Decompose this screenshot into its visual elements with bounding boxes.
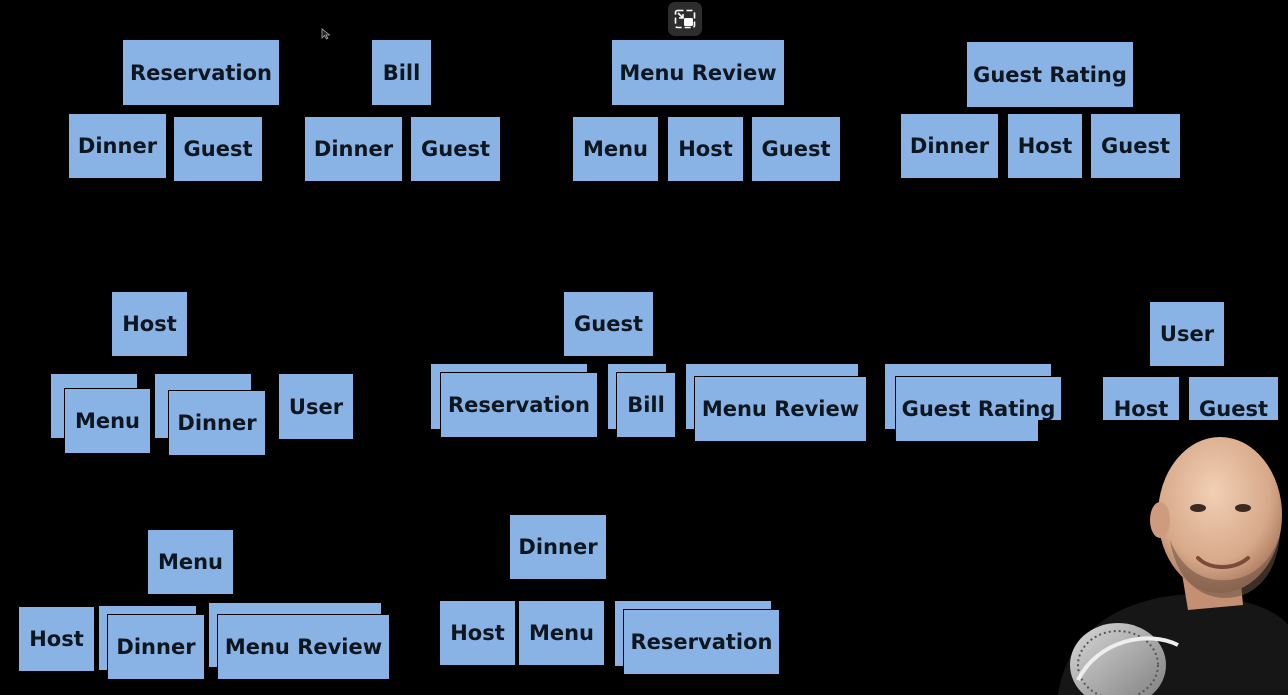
- host-child-user: User: [279, 374, 353, 439]
- menu-review-card: Menu Review: [612, 40, 784, 105]
- bill-card: Bill: [372, 40, 431, 105]
- reservation-child-guest: Guest: [174, 117, 262, 181]
- menu-review-child-host: Host: [668, 117, 743, 181]
- user-card: User: [1150, 302, 1224, 366]
- guest-child-reservation: Reservation: [440, 372, 597, 437]
- dinner-child-reservation: Reservation: [623, 609, 779, 674]
- guest-child-bill: Bill: [616, 372, 675, 437]
- menu-card: Menu: [148, 530, 233, 594]
- reservation-card: Reservation: [123, 40, 279, 105]
- pip-toggle-button[interactable]: [668, 2, 702, 36]
- menu-child-menu-review: Menu Review: [217, 614, 389, 679]
- guest-rating-card: Guest Rating: [967, 42, 1133, 107]
- host-child-menu: Menu: [64, 388, 150, 453]
- host-child-dinner: Dinner: [168, 390, 265, 455]
- dinner-child-menu: Menu: [519, 601, 604, 665]
- dinner-card: Dinner: [510, 515, 606, 579]
- guest-rating-child-host: Host: [1008, 114, 1082, 178]
- guest-rating-child-guest: Guest: [1091, 114, 1180, 178]
- guest-child-menu-review: Menu Review: [694, 376, 866, 441]
- guest-card: Guest: [564, 292, 653, 356]
- dinner-child-host: Host: [440, 601, 515, 665]
- menu-review-child-menu: Menu: [573, 117, 658, 181]
- webcam-overlay: [1038, 420, 1288, 695]
- presenter-video-image: [1038, 420, 1288, 695]
- bill-child-dinner: Dinner: [305, 117, 402, 181]
- guest-rating-child-dinner: Dinner: [901, 114, 998, 178]
- menu-review-child-guest: Guest: [752, 117, 840, 181]
- guest-child-guest-rating: Guest Rating: [895, 376, 1061, 441]
- reservation-child-dinner: Dinner: [69, 114, 166, 178]
- picture-in-picture-exit-icon: [674, 9, 696, 29]
- mouse-pointer-icon: [321, 28, 331, 40]
- bill-child-guest: Guest: [411, 117, 500, 181]
- menu-child-dinner: Dinner: [107, 614, 204, 679]
- menu-child-host: Host: [19, 607, 94, 671]
- host-card: Host: [112, 292, 187, 356]
